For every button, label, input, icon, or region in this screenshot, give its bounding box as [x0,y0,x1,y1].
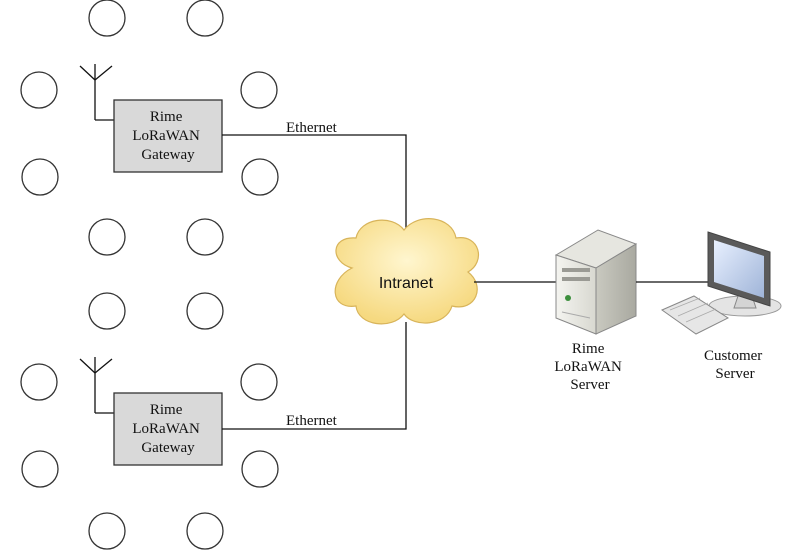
gateway-2: Rime LoRaWAN Gateway Ethernet [79,322,407,466]
gateway-label-line: LoRaWAN [132,421,200,437]
keyboard-icon [660,295,730,335]
antenna-icon [79,357,114,414]
cloud-label: Intranet [379,275,434,292]
gateway-1: Rime LoRaWAN Gateway Ethernet [79,64,407,247]
gateway-label-line: Gateway [141,440,195,456]
svg-text:Rime LoRaWAN Gatew: Rime LoRaWAN Gateway [132,402,203,456]
ethernet-link-1 [222,134,407,247]
end-node [241,450,279,488]
end-node [88,292,126,330]
end-node [21,158,59,196]
gateway-label-line: LoRaWAN [132,128,200,144]
end-nodes [20,0,279,550]
end-node [186,292,224,330]
gateway-label-line: Gateway [141,147,195,163]
gateway-box [113,392,223,466]
server-label-line: Rime [572,341,605,357]
server-tower-icon [554,229,638,335]
customer-label-line: Customer [704,348,762,364]
end-node [241,158,279,196]
svg-text:Customer Server: Customer Server [704,348,766,382]
server-label-line: LoRaWAN [554,359,622,375]
end-node [20,71,58,109]
gateway-box [113,99,223,173]
end-node [20,363,58,401]
end-node [88,218,126,256]
monitor-icon [707,231,782,317]
antenna-icon [79,64,114,121]
gateway-label-line: Rime [150,109,183,125]
end-node [88,0,126,37]
end-node [186,0,224,37]
ethernet-label: Ethernet [286,120,338,136]
server-label-line: Server [570,377,609,393]
end-node [88,512,126,550]
cloud-icon: Intranet [334,218,479,325]
gateway-label-line: Rime [150,402,183,418]
end-node [186,218,224,256]
end-node [21,450,59,488]
end-node [240,71,278,109]
end-node [240,363,278,401]
svg-text:Rime LoRaWAN Gatew: Rime LoRaWAN Gateway [132,109,203,163]
ethernet-link-2 [222,322,407,430]
end-node [186,512,224,550]
ethernet-label: Ethernet [286,413,338,429]
customer-label-line: Server [715,366,754,382]
svg-text:Rime LoRaWAN Server: Rime LoRaWAN Server [554,341,625,393]
